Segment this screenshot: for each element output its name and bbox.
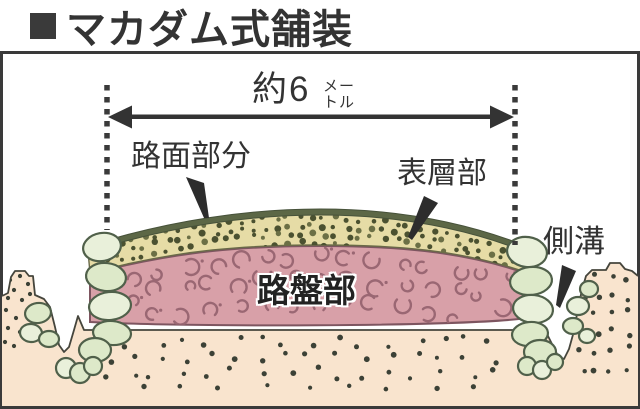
dimension-unit-line2: トル [323, 94, 356, 111]
page-title-text: マカダム式舗装 [66, 8, 353, 52]
title-bullet-square-icon [30, 13, 56, 39]
label-gutter: 側溝 [543, 224, 605, 259]
gutter-pointer-icon [556, 265, 576, 308]
page-title: マカダム式舗装 [30, 2, 353, 52]
label-surface-layer: 表層部 [397, 157, 487, 190]
surface-layer-pointer-icon [408, 196, 438, 240]
dimension-unit: メー トル [323, 79, 355, 111]
label-road-surface: 路面部分 [131, 140, 251, 173]
dimension-value: 約6 [252, 70, 311, 109]
label-roadbed: 路盤部 [257, 272, 356, 309]
road-surface-pointer-icon [186, 177, 209, 218]
dimension-arrow-icon [108, 105, 514, 129]
dimension-unit-line1: メー [323, 78, 356, 95]
